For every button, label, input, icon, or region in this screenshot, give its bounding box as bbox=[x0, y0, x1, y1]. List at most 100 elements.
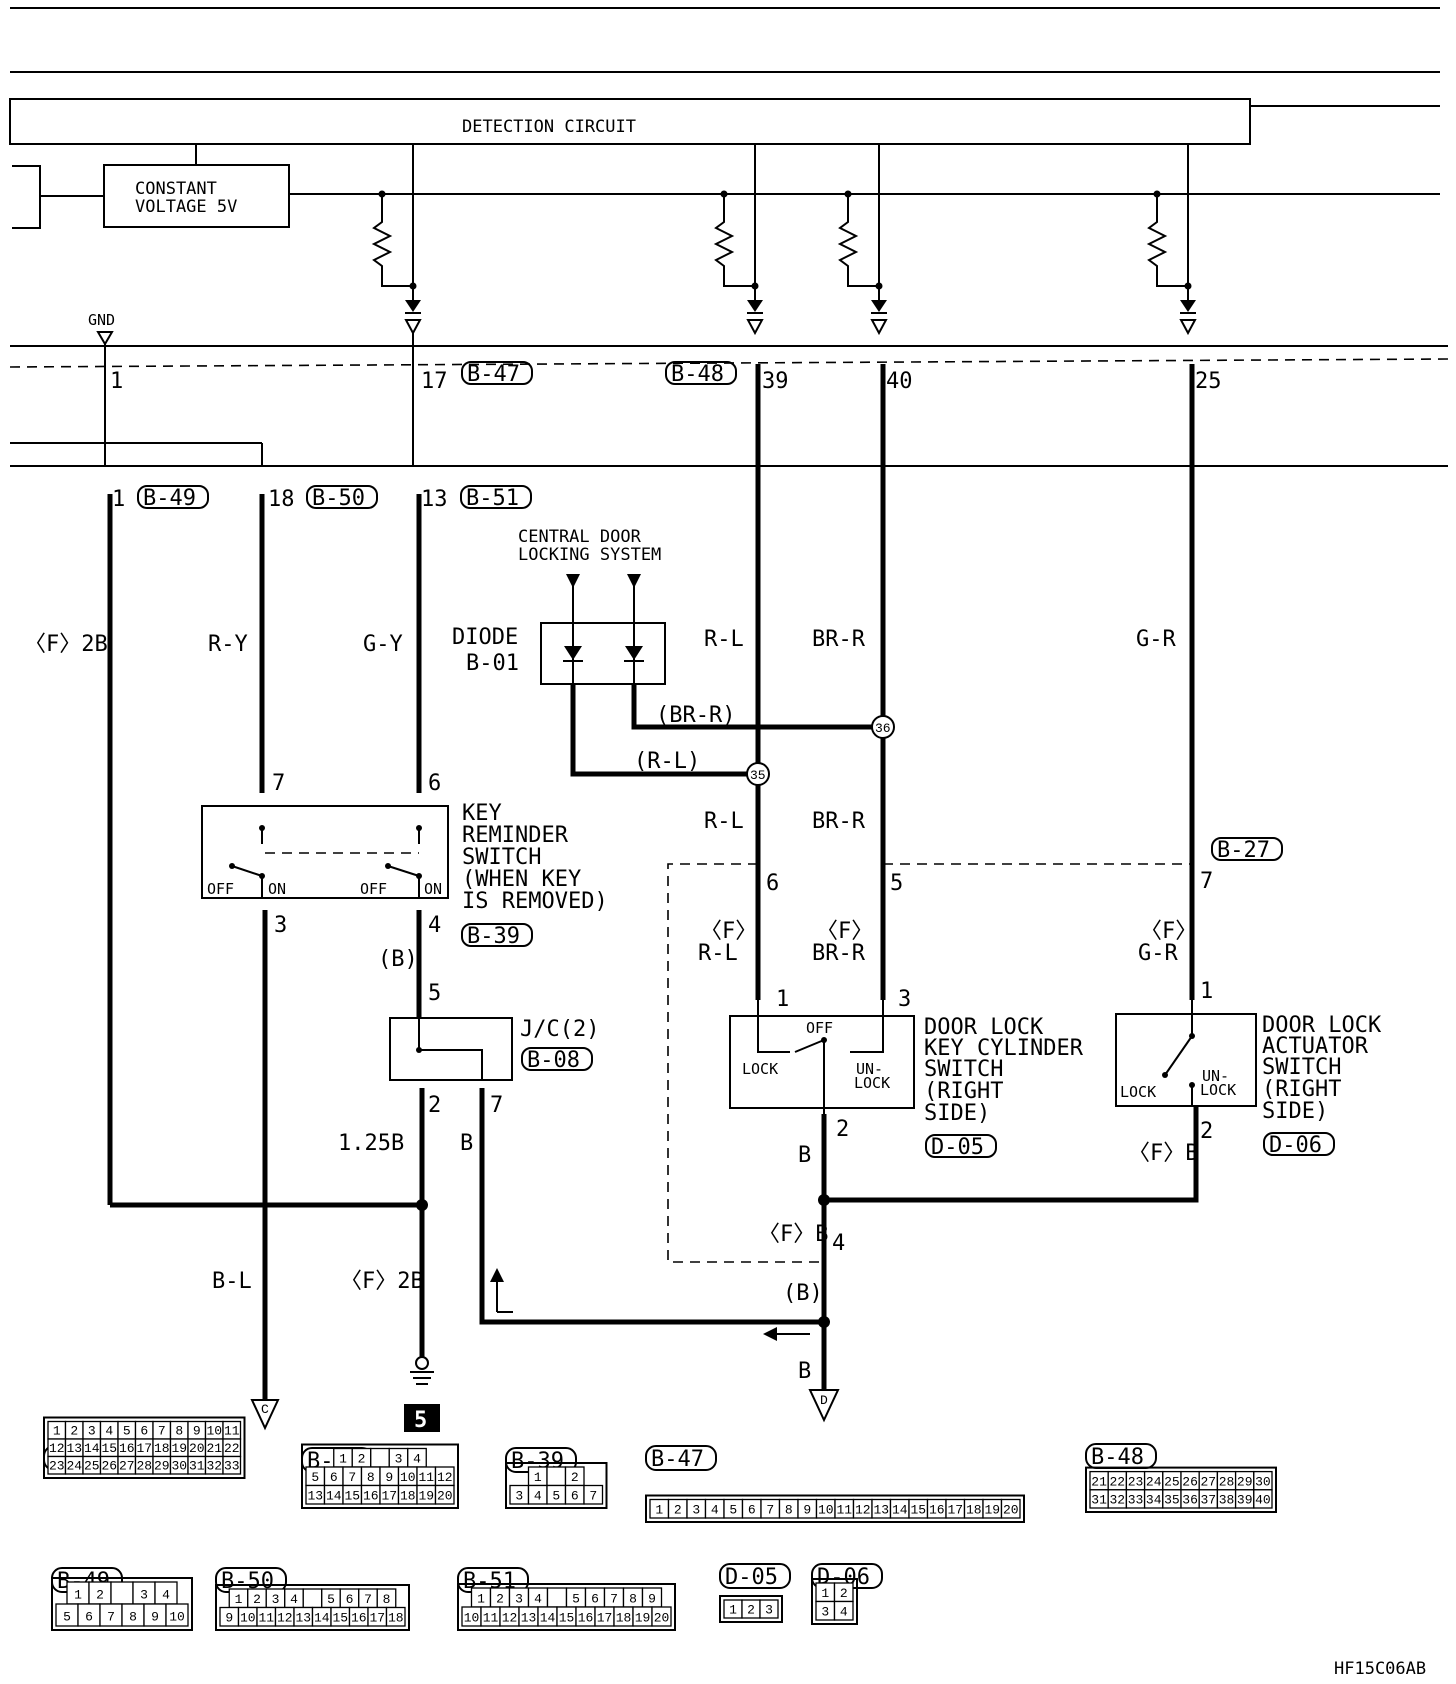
dlk-pin-2: 2 bbox=[836, 1117, 849, 1142]
connector-pin-number: 15 bbox=[332, 1610, 348, 1625]
connector-pin-number: 18 bbox=[616, 1610, 632, 1625]
connector-pin-number: 28 bbox=[1219, 1474, 1235, 1489]
connector-pin-cell bbox=[385, 1606, 406, 1627]
dlk-unlock-1: UN- bbox=[856, 1060, 883, 1078]
connector-pin-number: 1 bbox=[235, 1592, 243, 1607]
dlk-pin-6: 6 bbox=[766, 871, 779, 896]
connector-pin-number: 4 bbox=[534, 1488, 542, 1503]
connector-pin-number: 21 bbox=[206, 1441, 222, 1456]
connector-pin-cell bbox=[370, 1447, 390, 1468]
connector-pin-number: 29 bbox=[154, 1459, 170, 1474]
connector-pin-number: 10 bbox=[400, 1470, 416, 1485]
connector-pin-number: 2 bbox=[70, 1424, 78, 1439]
dla-unlock-1: UN- bbox=[1202, 1067, 1229, 1085]
connector-pin-number: 33 bbox=[1128, 1492, 1144, 1507]
jc-pin-5: 5 bbox=[428, 981, 441, 1006]
dlk-pin-4: 4 bbox=[832, 1231, 845, 1256]
connector-pin-number: 33 bbox=[224, 1459, 240, 1474]
connector-pin-number: 34 bbox=[1146, 1492, 1162, 1507]
connector-pin-number: 1 bbox=[339, 1451, 347, 1466]
wire-rl-2: R-L bbox=[704, 809, 744, 834]
connector-pin-cell bbox=[302, 1588, 323, 1609]
wire-bl: B-L bbox=[212, 1269, 252, 1294]
connector-pin-cell bbox=[110, 1581, 134, 1605]
top-rules bbox=[10, 7, 1440, 107]
grounds: C 5 D bbox=[250, 1356, 840, 1433]
connector-pin-number: 5 bbox=[572, 1591, 580, 1606]
dla-title-5: SIDE) bbox=[1262, 1099, 1328, 1124]
dla-unlock-2: LOCK bbox=[1200, 1081, 1236, 1099]
connector-pin-number: 16 bbox=[929, 1502, 945, 1517]
krs-title-3: SWITCH bbox=[462, 845, 541, 870]
connector-pin-number: 30 bbox=[1255, 1474, 1271, 1489]
connector-pin-number: 14 bbox=[540, 1610, 556, 1625]
connector-pin-number: 5 bbox=[311, 1470, 319, 1485]
connector-pin-number: 3 bbox=[692, 1502, 700, 1517]
connector-pin-number: 1 bbox=[729, 1603, 737, 1618]
wiring bbox=[104, 333, 1199, 1400]
jpin-1: 1 bbox=[112, 487, 125, 512]
connector-pin-number: 12 bbox=[502, 1610, 518, 1625]
connector-pin-number: 4 bbox=[290, 1592, 298, 1607]
splice-35: 35 bbox=[750, 768, 766, 783]
connector-pin-number: 7 bbox=[589, 1488, 597, 1503]
connector-pin-number: 24 bbox=[1146, 1474, 1162, 1489]
dlk-pin-1: 1 bbox=[776, 987, 789, 1012]
connector-pin-number: 4 bbox=[840, 1604, 848, 1619]
connector-pin-number: 9 bbox=[803, 1502, 811, 1517]
connector-pin-number: 25 bbox=[84, 1459, 100, 1474]
splice-36: 36 bbox=[875, 721, 891, 736]
dla-title-3: SWITCH bbox=[1262, 1055, 1341, 1080]
connector-pin-number: 11 bbox=[483, 1610, 499, 1625]
connector-tag-b39: B-39 bbox=[467, 924, 520, 949]
connector-pin-number: 22 bbox=[1109, 1474, 1125, 1489]
connector-pin-number: 10 bbox=[206, 1424, 222, 1439]
connector-pin-number: 25 bbox=[1164, 1474, 1180, 1489]
ecu-pin-1: 1 bbox=[110, 369, 123, 394]
wire-rl-paren: (R-L) bbox=[634, 749, 700, 774]
connector-pin-number: 14 bbox=[892, 1502, 908, 1517]
connector-pin-number: 11 bbox=[836, 1502, 852, 1517]
dla-title-2: ACTUATOR bbox=[1262, 1034, 1369, 1059]
wire-rl: R-L bbox=[704, 627, 744, 652]
wire-f-gr-2: G-R bbox=[1138, 941, 1178, 966]
dlk-lock: LOCK bbox=[742, 1060, 778, 1078]
wire-gy: G-Y bbox=[363, 632, 403, 657]
connector-pin-number: 10 bbox=[464, 1610, 480, 1625]
diode-block: CENTRAL DOOR LOCKING SYSTEM DIODE B-01 3… bbox=[452, 527, 895, 786]
connector-pin-number: 17 bbox=[597, 1610, 613, 1625]
connector-pin-cell bbox=[222, 1455, 242, 1475]
connector-pin-cell bbox=[434, 1484, 455, 1505]
connector-pin-number: 9 bbox=[225, 1610, 233, 1625]
connector-tag-b51: B-51 bbox=[466, 486, 519, 511]
connector-pin-number: 30 bbox=[171, 1459, 187, 1474]
connector-pin-number: 18 bbox=[388, 1610, 404, 1625]
connector-pin-number: 18 bbox=[400, 1488, 416, 1503]
ecu-pin-17: 17 bbox=[421, 369, 448, 394]
wire-125b: 1.25B bbox=[338, 1131, 404, 1156]
connector-pin-number: 2 bbox=[496, 1591, 504, 1606]
dla-pin-7: 7 bbox=[1200, 869, 1213, 894]
connector-pin-number: 8 bbox=[383, 1592, 391, 1607]
key-reminder-switch: OFF ON OFF ON 7 6 3 4 KEY REMINDER SWITC… bbox=[201, 771, 608, 949]
connector-pin-number: 1 bbox=[534, 1470, 542, 1485]
connector-pin-number: 5 bbox=[327, 1592, 335, 1607]
dla-title-1: DOOR LOCK bbox=[1262, 1013, 1382, 1038]
gnd-label: GND bbox=[88, 311, 115, 329]
connector-tag-b27: B-27 bbox=[1217, 838, 1270, 863]
wire-f-brr-1: 〈F〉 bbox=[816, 919, 873, 944]
connector-pin-number: 13 bbox=[295, 1610, 311, 1625]
connector-pin-number: 9 bbox=[385, 1470, 393, 1485]
connector-pin-number: 4 bbox=[534, 1591, 542, 1606]
central-locking-line1: CENTRAL DOOR bbox=[518, 527, 642, 547]
connector-pin-number: 4 bbox=[413, 1451, 421, 1466]
connector-pin-number: 19 bbox=[171, 1441, 187, 1456]
connector-pin-number: 3 bbox=[515, 1488, 523, 1503]
jc-pin-2: 2 bbox=[428, 1093, 441, 1118]
connector-tag-b08: B-08 bbox=[527, 1048, 580, 1073]
connector-pin-number: 14 bbox=[314, 1610, 330, 1625]
dlk-title-5: SIDE) bbox=[924, 1101, 990, 1126]
